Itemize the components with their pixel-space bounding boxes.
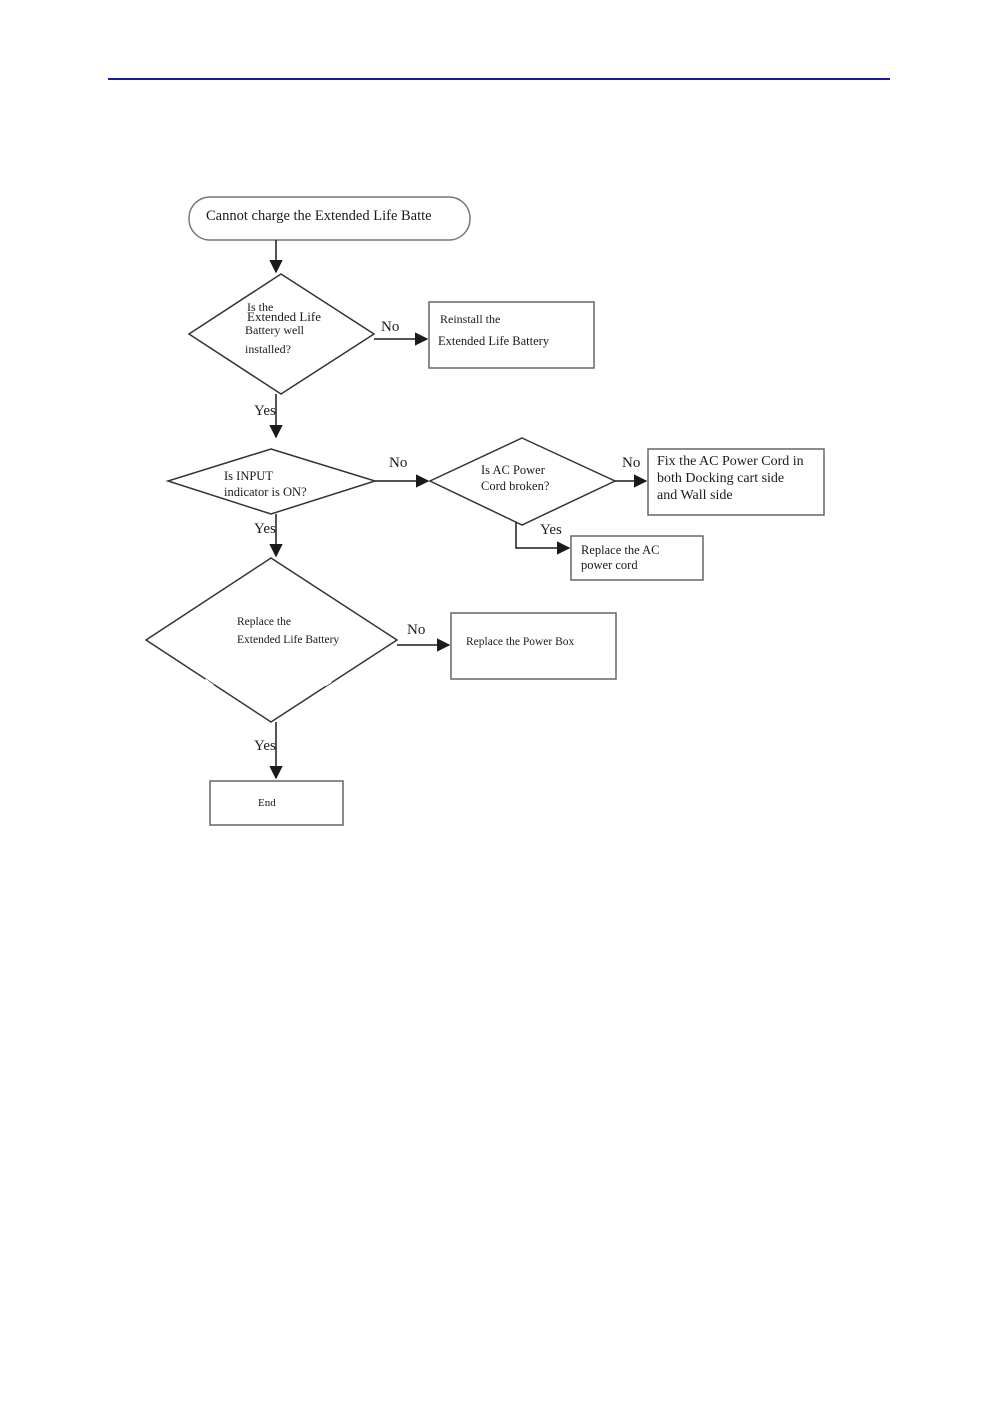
label-no-input: No	[389, 455, 408, 471]
label-yes-input: Yes	[254, 521, 276, 537]
reinstall-box	[428, 301, 595, 369]
reinstall-line1: Reinstall the	[440, 312, 501, 326]
end-label: End	[258, 797, 276, 809]
replace-power-box	[450, 612, 617, 680]
start-terminator	[188, 196, 471, 241]
decision-installed-line3: Battery well	[245, 323, 304, 337]
replace-cord-line1: Replace the AC	[581, 543, 660, 557]
arrow-cord-yes	[515, 522, 571, 555]
decision-input-line1: Is INPUT	[224, 469, 273, 483]
diamond-gap-right	[324, 679, 332, 687]
decision-installed-line1: Is the	[247, 300, 274, 314]
end-box	[209, 780, 344, 826]
replace-power-box-label: Replace the Power Box	[466, 636, 575, 648]
fix-cord-line3: and Wall side	[657, 488, 733, 503]
label-no-installed: No	[381, 319, 400, 335]
decision-installed-line2: Extended Life	[247, 309, 321, 324]
label-yes-installed: Yes	[254, 403, 276, 419]
label-no-battery: No	[407, 622, 426, 638]
decision-input-line2: indicator is ON?	[224, 485, 307, 499]
diamond-gap-left	[204, 678, 214, 688]
fix-cord-box	[647, 448, 825, 516]
label-yes-battery: Yes	[254, 738, 276, 754]
decision-cord-diamond	[428, 437, 617, 526]
fix-cord-line2: both Docking cart side	[657, 471, 785, 486]
decision-input-diamond	[165, 448, 378, 515]
decision-replace-battery-line1: Replace the	[237, 616, 291, 628]
label-yes-cord: Yes	[540, 522, 562, 538]
fix-cord-line1: Fix the AC Power Cord in	[657, 454, 804, 469]
reinstall-line2: Extended Life Battery	[438, 334, 550, 348]
start-label: Cannot charge the Extended Life Batte	[206, 208, 432, 224]
decision-cord-line1: Is AC Power	[481, 463, 545, 477]
decision-replace-battery-line2: Extended Life Battery	[237, 634, 340, 646]
decision-cord-line2: Cord broken?	[481, 479, 550, 493]
decision-installed-line4: installed?	[245, 342, 291, 356]
replace-cord-box	[570, 535, 704, 581]
header-rule	[108, 78, 890, 80]
label-no-cord: No	[622, 455, 641, 471]
decision-installed-diamond	[187, 273, 376, 395]
replace-cord-line2: power cord	[581, 558, 638, 572]
